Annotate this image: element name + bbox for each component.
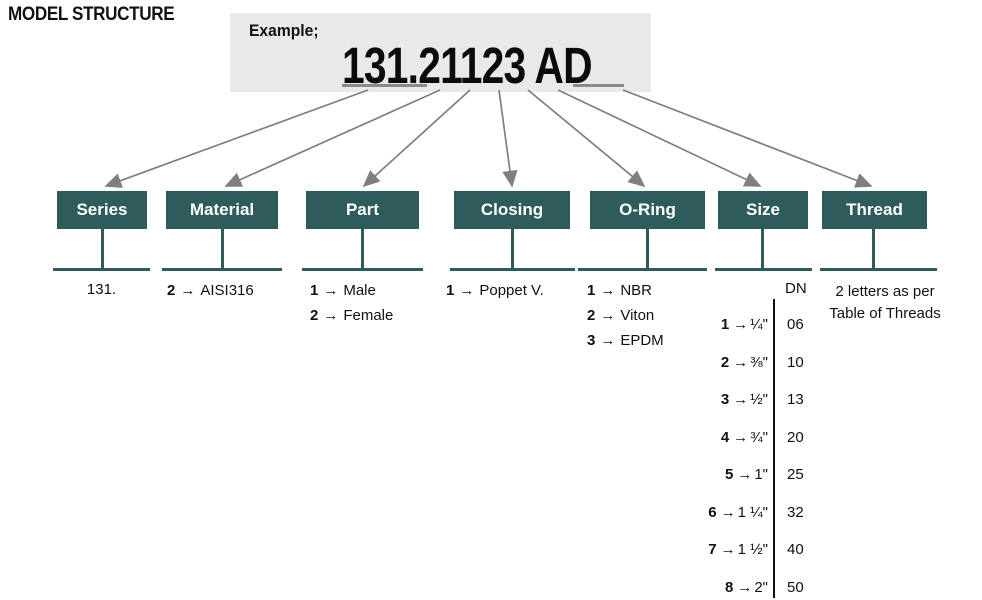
right-arrow-glyph: → (733, 353, 749, 371)
oring-connector-vertical (646, 229, 649, 270)
closing-connector-vertical (511, 229, 514, 270)
size-table-row: 6→1 ¼" 32 (708, 503, 804, 521)
dn-value: 20 (787, 428, 804, 446)
right-arrow-glyph: → (600, 282, 616, 299)
box-thread: Thread (822, 191, 927, 229)
right-arrow-glyph: → (720, 541, 736, 559)
oring-option: 2→Viton (587, 307, 655, 324)
dn-value: 50 (787, 578, 804, 596)
right-arrow-glyph: → (737, 466, 753, 484)
arrow-to-thread (622, 89, 873, 188)
right-arrow-glyph: → (323, 282, 339, 299)
oring-option: 3→EPDM (587, 332, 664, 349)
closing-connector-horizontal (450, 268, 575, 271)
size-connector-horizontal (715, 268, 812, 271)
size-table-row: 2→⅜" 10 (720, 353, 804, 371)
oring-options: 1→NBR 2→Viton 3→EPDM (587, 278, 664, 353)
material-connector-horizontal (162, 268, 282, 271)
dn-value: 06 (787, 316, 804, 334)
size-table-row: 1→¼" 06 (720, 316, 804, 334)
right-arrow-glyph: → (600, 332, 616, 349)
oring-connector-horizontal (578, 268, 707, 271)
thread-connector-vertical (872, 229, 875, 270)
series-connector-vertical (101, 229, 104, 270)
right-arrow-glyph: → (733, 316, 749, 334)
material-options: 2→AISI316 (167, 278, 254, 303)
right-arrow-glyph: → (600, 307, 616, 324)
example-model-number: 131.21123 AD (342, 37, 593, 94)
example-caption: Example; (249, 21, 319, 40)
arrow-to-closing (498, 89, 518, 188)
series-digits-underline (342, 84, 427, 87)
box-size: Size (718, 191, 808, 229)
page-title: MODEL STRUCTURE (8, 4, 175, 25)
right-arrow-glyph: → (733, 391, 749, 409)
thread-note-line1: 2 letters as per (835, 283, 935, 300)
box-material: Material (166, 191, 278, 229)
box-series: Series (57, 191, 147, 229)
thread-note: 2 letters as per Table of Threads (815, 281, 955, 325)
size-table-rows: 1→¼" 06 2→⅜" 10 3→½" 13 4→¾" 20 (695, 306, 825, 600)
arrow-to-material (224, 89, 441, 187)
size-table-row: 5→1" 25 (724, 466, 804, 484)
part-connector-horizontal (302, 268, 423, 271)
right-arrow-glyph: → (720, 503, 736, 521)
size-connector-vertical (761, 229, 764, 270)
box-closing: Closing (454, 191, 570, 229)
example-box: Example; 131.21123 AD (230, 13, 651, 92)
closing-option: 1→Poppet V. (446, 282, 544, 299)
arrow-to-series (104, 89, 369, 188)
size-table-divider-line (773, 299, 775, 598)
part-connector-vertical (361, 229, 364, 270)
dn-value: 40 (787, 541, 804, 559)
arrow-to-size (557, 89, 762, 187)
right-arrow-glyph: → (180, 282, 196, 299)
size-table-dn-header: DN (785, 280, 807, 297)
right-arrow-glyph: → (459, 282, 475, 299)
dn-value: 13 (787, 391, 804, 409)
box-oring: O-Ring (590, 191, 705, 229)
material-option: 2→AISI316 (167, 282, 254, 299)
series-value: 131. (86, 281, 117, 298)
size-table-row: 4→¾" 20 (720, 428, 804, 446)
arrow-to-part (362, 89, 471, 188)
thread-connector-horizontal (820, 268, 937, 271)
dn-value: 10 (787, 353, 804, 371)
closing-options: 1→Poppet V. (446, 278, 544, 303)
dn-value: 25 (787, 466, 804, 484)
size-table-row: 3→½" 13 (720, 391, 804, 409)
right-arrow-glyph: → (733, 428, 749, 446)
part-option: 2→Female (310, 307, 394, 324)
oring-option: 1→NBR (587, 282, 653, 299)
thread-note-line2: Table of Threads (829, 305, 941, 322)
box-part: Part (306, 191, 419, 229)
size-table-row: 7→1 ½" 40 (708, 541, 804, 559)
right-arrow-glyph: → (737, 578, 753, 596)
arrow-to-oring (527, 89, 646, 188)
thread-letters-underline (573, 84, 624, 87)
series-connector-horizontal (53, 268, 150, 271)
part-options: 1→Male 2→Female (310, 278, 393, 328)
part-option: 1→Male (310, 282, 376, 299)
material-connector-vertical (221, 229, 224, 270)
right-arrow-glyph: → (323, 307, 339, 324)
size-table-row: 8→2" 50 (724, 578, 804, 596)
dn-value: 32 (787, 503, 804, 521)
